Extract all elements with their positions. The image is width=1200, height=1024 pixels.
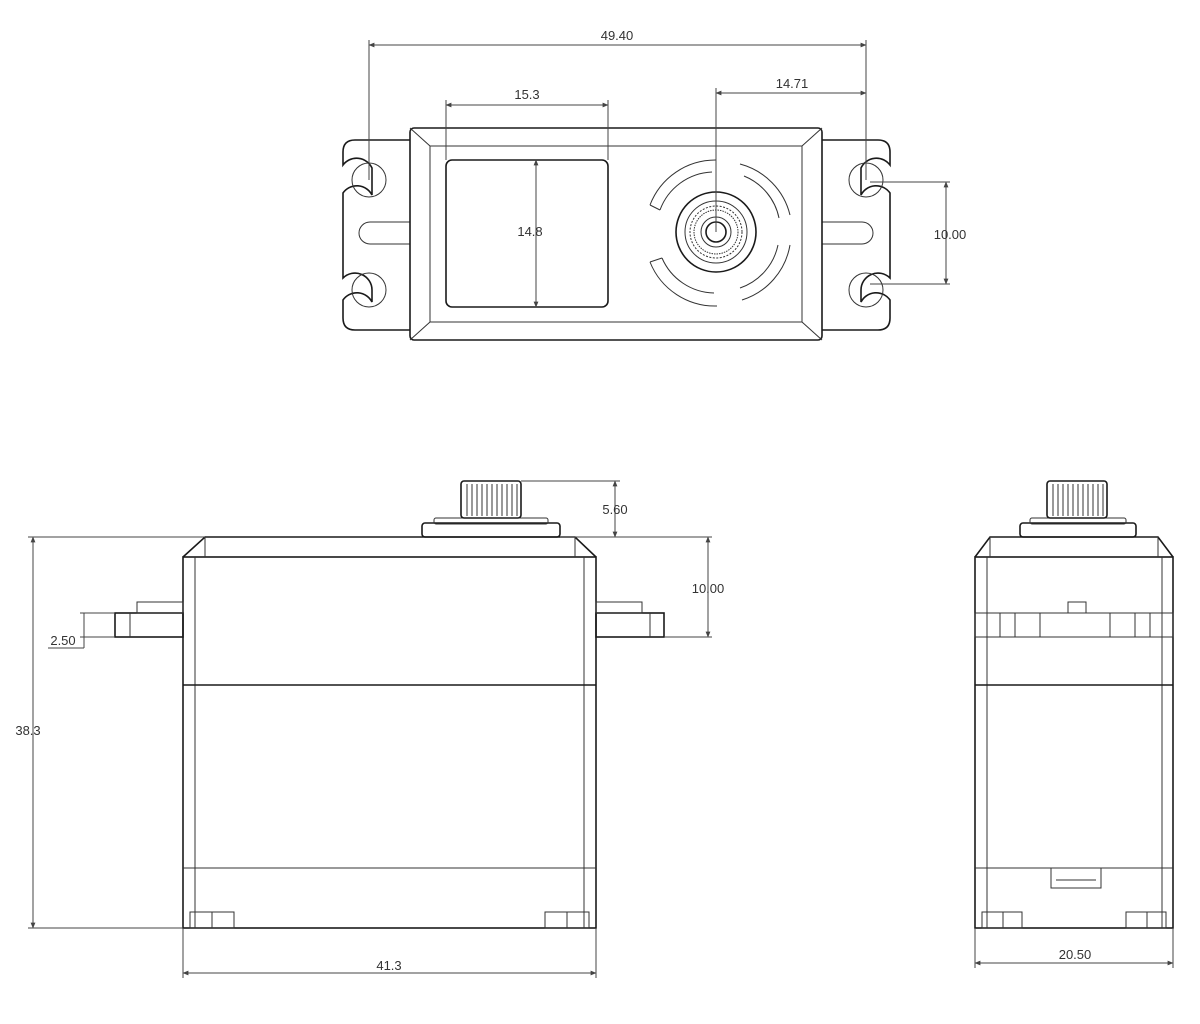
side-output-spline-icon [1046,480,1108,519]
dim-hole-to-output: 14.71 [776,76,809,91]
side-flange-band [974,612,1174,638]
dim-mount-to-top: 10.00 [692,581,725,596]
left-mounting-ear [342,139,410,331]
front-body [182,556,597,929]
dim-hole-spacing: 10.00 [934,227,967,242]
dim-spline-height: 5.60 [602,502,627,517]
side-top-cap [974,536,1174,558]
front-output-spline-icon [460,480,522,519]
left-slot [358,221,410,245]
front-output-boss [421,522,561,538]
side-foot-right [1125,911,1167,929]
dim-flange-thickness: 2.50 [50,633,75,648]
case-top-inner [429,145,803,323]
side-foot-left [981,911,1023,929]
label-window [445,159,609,308]
side-wire-exit [1050,867,1102,889]
output-gear-area [649,159,791,307]
dim-overall-width: 49.40 [601,28,634,43]
front-flange-left [114,612,184,638]
front-flange-right [595,612,665,638]
top-view: 49.40 15.3 14.8 14.71 10.00 [342,28,967,341]
front-view: 5.60 10.00 2.50 38.3 41.3 [15,480,725,978]
right-mounting-ear [822,139,891,331]
dim-window-height: 14.8 [517,224,542,239]
side-output-boss [1019,522,1137,538]
dim-body-width: 41.3 [376,958,401,973]
front-top-cap [182,536,597,558]
side-body [974,556,1174,929]
mount-hole-bottom-left [351,272,387,308]
mount-hole-bottom-right [848,272,884,308]
side-view: 20.50 [974,480,1174,968]
right-slot [822,221,874,245]
case-top-outer [409,127,823,341]
dim-window-width: 15.3 [514,87,539,102]
dim-body-depth: 20.50 [1059,947,1092,962]
dim-body-height: 38.3 [15,723,40,738]
